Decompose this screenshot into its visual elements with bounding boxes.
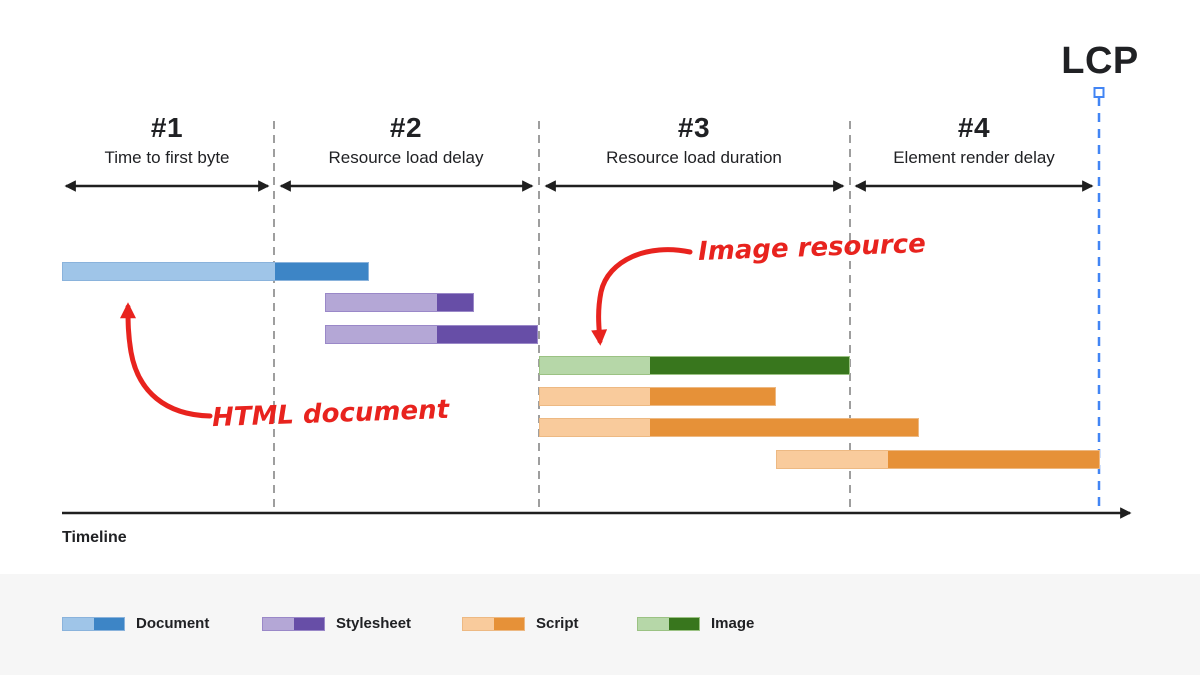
legend-label-stylesheet: Stylesheet	[336, 615, 412, 632]
bar-script-2-dark-segment	[650, 419, 918, 436]
bar-script-3-dark-segment	[888, 451, 1099, 468]
phase-3-number: #3	[677, 112, 711, 143]
legend-label-image: Image	[711, 615, 755, 632]
bar-stylesheet-1	[325, 293, 474, 312]
phase-2-name: Resource load delay	[328, 148, 484, 167]
bar-script-3	[776, 450, 1100, 469]
bar-stylesheet-2-light-segment	[326, 326, 437, 343]
stylesheet-swatch-icon	[262, 616, 325, 631]
lcp-marker-handle	[1093, 87, 1105, 98]
bar-document-dark-segment	[274, 263, 368, 280]
legend-item-script: Script	[462, 615, 579, 632]
phase-4-name: Element render delay	[893, 148, 1055, 167]
document-swatch-icon	[62, 616, 125, 631]
legend-label-document: Document	[136, 615, 210, 632]
script-light-swatch	[463, 617, 494, 630]
image-light-swatch	[638, 617, 669, 630]
stylesheet-dark-swatch	[293, 617, 324, 630]
document-light-swatch	[63, 617, 94, 630]
script-swatch-icon	[462, 616, 525, 631]
legend-item-stylesheet: Stylesheet	[262, 615, 411, 632]
stylesheet-light-swatch	[263, 617, 294, 630]
bar-image	[539, 356, 850, 375]
legend-item-document: Document	[62, 615, 209, 632]
phase-1-name: Time to first byte	[104, 148, 230, 167]
bar-stylesheet-1-dark-segment	[436, 294, 473, 311]
bar-image-dark-segment	[650, 357, 849, 374]
bar-script-3-light-segment	[777, 451, 889, 468]
html-document-annotation-arrow	[120, 302, 213, 419]
bar-script-1	[539, 387, 776, 406]
phase-1-label: #1 Time to first byte	[104, 112, 229, 167]
image-resource-annotation: Image resource	[697, 229, 927, 267]
phase-2-number: #2	[389, 112, 423, 143]
phase-1-number: #1	[150, 112, 184, 143]
image-resource-annotation-arrow	[591, 247, 693, 346]
bar-document	[62, 262, 369, 281]
legend-item-image: Image	[637, 615, 754, 632]
bar-stylesheet-2	[325, 325, 538, 344]
bar-image-light-segment	[540, 357, 651, 374]
lcp-title: LCP	[1061, 40, 1139, 82]
bar-script-1-dark-segment	[650, 388, 775, 405]
image-dark-swatch	[668, 617, 699, 630]
legend-footer-band	[0, 574, 1200, 675]
timeline-axis-label: Timeline	[62, 529, 127, 546]
legend-label-script: Script	[536, 615, 579, 632]
bar-script-2	[539, 418, 919, 437]
bar-script-1-light-segment	[540, 388, 651, 405]
phase-4-number: #4	[957, 112, 991, 143]
phase-4-label: #4 Element render delay	[893, 112, 1055, 167]
html-document-annotation: HTML document	[211, 394, 450, 434]
bar-stylesheet-1-light-segment	[326, 294, 437, 311]
phase-2-label: #2 Resource load delay	[329, 112, 484, 167]
document-dark-swatch	[93, 617, 124, 630]
bar-stylesheet-2-dark-segment	[436, 326, 537, 343]
image-swatch-icon	[637, 616, 700, 631]
bar-document-light-segment	[63, 263, 275, 280]
script-dark-swatch	[493, 617, 524, 630]
phase-3-label: #3 Resource load duration	[606, 112, 782, 167]
bar-script-2-light-segment	[540, 419, 651, 436]
phase-3-name: Resource load duration	[606, 148, 782, 167]
